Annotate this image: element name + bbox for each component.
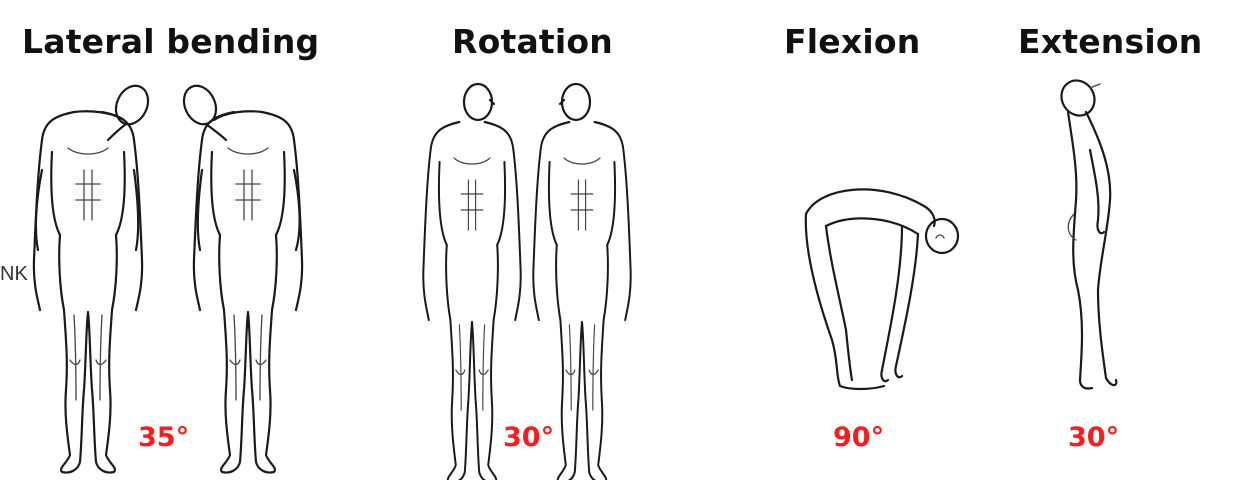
extension-title: Extension (1018, 22, 1203, 61)
body-extension-icon (1060, 79, 1118, 390)
rotation-title: Rotation (452, 22, 613, 61)
body-lateral-bend-right-icon (182, 84, 304, 474)
flexion-angle: 90° (833, 422, 885, 453)
flexion-title: Flexion (784, 22, 921, 61)
lateral-bending-angle: 35° (138, 422, 190, 453)
lateral-bending-title: Lateral bending (22, 22, 320, 61)
cropped-edge-text: NK (0, 263, 28, 285)
body-rotation-left-icon (422, 82, 522, 480)
extension-angle: 30° (1068, 422, 1120, 453)
body-rotation-right-icon (532, 82, 632, 480)
body-lateral-bend-left-icon (32, 84, 150, 474)
body-flexion-icon (804, 188, 960, 391)
rotation-angle: 30° (503, 422, 555, 453)
